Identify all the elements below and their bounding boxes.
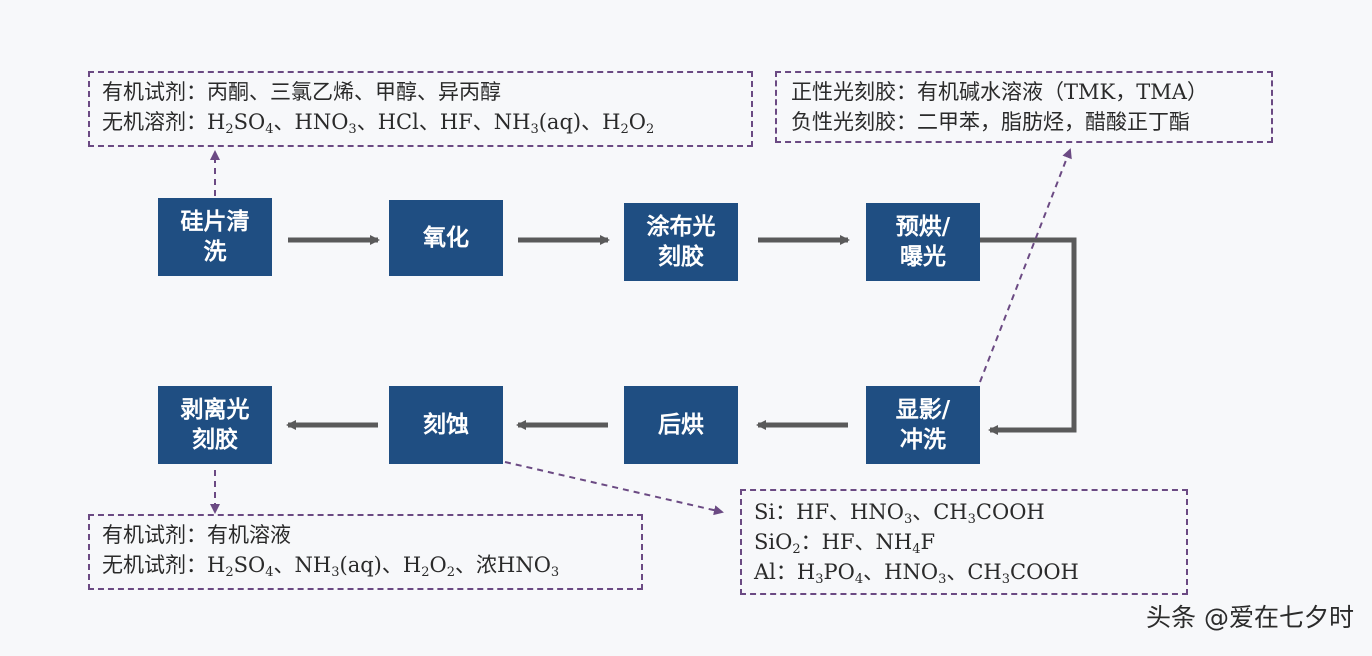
value: 二甲苯，脂肪烃，醋酸正丁酯 — [917, 110, 1190, 134]
label: Si： — [754, 500, 797, 524]
step-prebake-exposure: 预烘/曝光 — [866, 203, 980, 281]
note-line-organic: 有机试剂：丙酮、三氯乙烯、甲醇、异丙醇 — [102, 77, 739, 107]
step-label: 预烘/曝光 — [895, 213, 951, 270]
note-line-al: Al：H3PO4、HNO3、CH3COOH — [754, 557, 1174, 587]
step-label: 硅片清洗 — [180, 208, 250, 265]
label: 负性光刻胶： — [791, 110, 917, 134]
label: 有机试剂： — [102, 523, 207, 547]
note-line-negative: 负性光刻胶：二甲苯，脂肪烃，醋酸正丁酯 — [791, 107, 1259, 137]
label: 无机试剂： — [102, 553, 207, 577]
step-etch: 刻蚀 — [389, 386, 503, 464]
note-line-si: Si：HF、HNO3、CH3COOH — [754, 497, 1174, 527]
dashed-arrow-develop-to-note — [979, 148, 1072, 383]
step-label: 刻蚀 — [423, 411, 469, 438]
step-label: 后烘 — [658, 411, 704, 438]
step-strip-photoresist: 剥离光刻胶 — [158, 386, 272, 464]
dashed-arrow-etch-to-note — [504, 461, 724, 516]
chem-value: H2SO4、HNO3、HCl、HF、NH3(aq)、H2O2 — [207, 110, 655, 137]
chem-value: H2SO4、NH3(aq)、H2O2、浓HNO3 — [207, 553, 560, 580]
label: 无机溶剂： — [102, 110, 207, 134]
step-oxidation: 氧化 — [389, 200, 503, 276]
label: 正性光刻胶： — [791, 80, 917, 104]
step-develop-rinse: 显影/冲洗 — [866, 386, 980, 464]
note-line-inorganic: 无机溶剂：H2SO4、HNO3、HCl、HF、NH3(aq)、H2O2 — [102, 107, 739, 137]
note-cleaning-reagents: 有机试剂：丙酮、三氯乙烯、甲醇、异丙醇 无机溶剂：H2SO4、HNO3、HCl、… — [88, 71, 753, 147]
step-wafer-cleaning: 硅片清洗 — [158, 198, 272, 276]
watermark: 头条 @爱在七夕时 — [1146, 603, 1354, 632]
note-line-positive: 正性光刻胶：有机碱水溶液（TMK，TMA） — [791, 77, 1259, 107]
step-label: 氧化 — [423, 224, 469, 251]
arrow-prebake-to-develop — [980, 237, 1077, 435]
note-developer: 正性光刻胶：有机碱水溶液（TMK，TMA） 负性光刻胶：二甲苯，脂肪烃，醋酸正丁… — [775, 71, 1273, 143]
note-etchants: Si：HF、HNO3、CH3COOH SiO2：HF、NH4F Al：H3PO4… — [740, 489, 1188, 595]
note-line-organic: 有机试剂：有机溶液 — [102, 520, 629, 550]
chem-value: H3PO4、HNO3、CH3COOH — [796, 560, 1079, 587]
chem-value: HF、HNO3、CH3COOH — [796, 500, 1045, 527]
step-coat-photoresist: 涂布光刻胶 — [624, 203, 738, 281]
label: 有机试剂： — [102, 80, 207, 104]
step-label: 涂布光刻胶 — [646, 213, 716, 270]
note-strip-reagents: 有机试剂：有机溶液 无机试剂：H2SO4、NH3(aq)、H2O2、浓HNO3 — [88, 514, 643, 590]
chem-value: HF、NH4F — [821, 530, 936, 557]
value: 有机溶液 — [207, 523, 291, 547]
label: Al： — [754, 560, 797, 584]
value: 有机碱水溶液（TMK，TMA） — [917, 80, 1208, 104]
note-line-sio2: SiO2：HF、NH4F — [754, 527, 1174, 557]
step-postbake: 后烘 — [624, 386, 738, 464]
value: 丙酮、三氯乙烯、甲醇、异丙醇 — [207, 80, 501, 104]
label: SiO2： — [754, 530, 822, 557]
step-label: 剥离光刻胶 — [180, 396, 250, 453]
note-line-inorganic: 无机试剂：H2SO4、NH3(aq)、H2O2、浓HNO3 — [102, 550, 629, 580]
step-label: 显影/冲洗 — [895, 396, 951, 453]
